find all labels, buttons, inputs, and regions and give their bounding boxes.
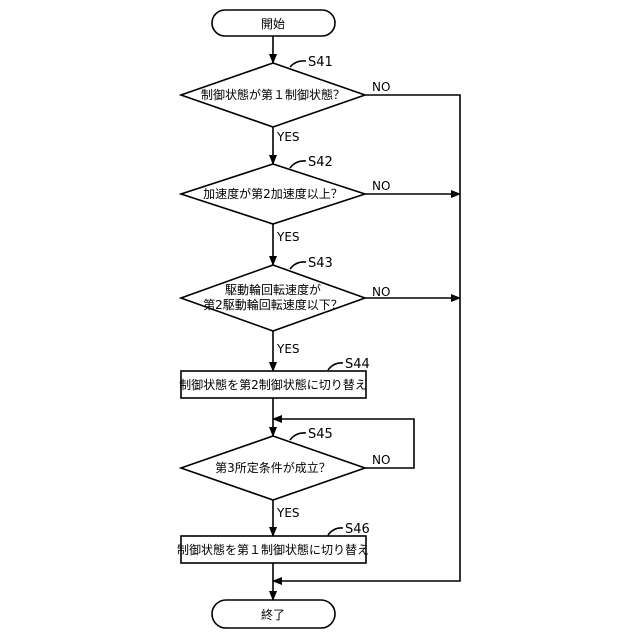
no-label-s45: NO (372, 453, 390, 467)
yes-label-s41: YES (276, 130, 300, 144)
step-tag-leader (290, 61, 306, 67)
yes-label-s45: YES (276, 506, 300, 520)
step-tag-leader (290, 433, 306, 440)
step-id-s45: S45 (308, 427, 333, 442)
decision-s45-text: 第3所定条件が成立？ (215, 460, 331, 475)
end-label: 終了 (261, 607, 285, 622)
process-s46-text: 制御状態を第１制御状態に切り替え (177, 542, 369, 557)
yes-label-s42: YES (276, 230, 300, 244)
no-label-s43: NO (372, 285, 390, 299)
step-id-s44: S44 (345, 357, 370, 372)
no-label-s42: NO (372, 179, 390, 193)
step-tag-leader (328, 363, 343, 370)
step-id-s42: S42 (308, 155, 333, 170)
step-id-s43: S43 (308, 256, 333, 271)
no-bus-line (273, 95, 460, 581)
no-label-s41: NO (372, 80, 390, 94)
process-s44-text: 制御状態を第2制御状態に切り替え (179, 377, 367, 392)
step-id-s46: S46 (345, 522, 370, 537)
decision-s43-text-line2: 第2駆動輪回転速度以下？ (203, 297, 343, 312)
step-tag-leader (328, 528, 343, 535)
decision-s43-text-line1: 駆動輪回転速度が (225, 282, 321, 297)
step-tag-leader (290, 262, 306, 269)
decision-s42-text: 加速度が第2加速度以上？ (203, 186, 343, 201)
step-id-s41: S41 (308, 55, 333, 70)
start-label: 開始 (261, 17, 285, 31)
yes-label-s43: YES (276, 342, 300, 356)
decision-s41-text: 制御状態が第１制御状態？ (201, 87, 345, 102)
step-tag-leader (290, 161, 306, 168)
